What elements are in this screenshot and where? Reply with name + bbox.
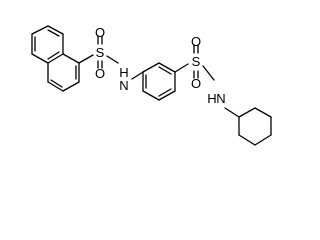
cyclohexane-ring [238, 107, 272, 146]
bond [142, 90, 160, 101]
bond [224, 107, 240, 118]
bond [254, 107, 272, 118]
bond [106, 55, 119, 64]
atom-o-left-bottom: O [95, 66, 105, 81]
bond [31, 53, 49, 64]
bond [47, 81, 64, 92]
bond-inner [158, 88, 172, 97]
bond-inner [158, 66, 172, 75]
bond-inner [50, 79, 63, 88]
bond [158, 62, 176, 73]
bond-inner [47, 29, 60, 37]
bond [78, 54, 94, 64]
atom-n-left: N [119, 78, 128, 93]
bond [174, 63, 189, 73]
naphthalene-ring-b [47, 53, 80, 92]
bond [47, 25, 64, 35]
bond [131, 71, 144, 80]
chemical-structure-diagram: O S O N H O S O H N [31, 25, 272, 146]
bond [142, 62, 160, 73]
atom-o-left-top: O [95, 25, 105, 40]
atom-o-right-top: O [191, 34, 201, 49]
atom-o-right-bottom: O [191, 76, 201, 91]
bond-inner [47, 51, 60, 60]
bond [158, 90, 176, 101]
bond [238, 107, 256, 118]
atom-s-right: S [192, 54, 201, 69]
benzene-ring [142, 62, 176, 101]
bond [202, 65, 215, 81]
bond [62, 53, 80, 64]
atom-h-left: H [119, 65, 128, 80]
bond [254, 134, 272, 146]
bond [47, 53, 64, 64]
atom-n-right: N [216, 91, 225, 106]
bond [31, 25, 49, 35]
atom-s-left: S [96, 45, 105, 60]
naphthalene-ring-a [31, 25, 64, 64]
atom-h-right: H [207, 91, 216, 106]
bond [238, 134, 256, 146]
bond [62, 81, 80, 92]
